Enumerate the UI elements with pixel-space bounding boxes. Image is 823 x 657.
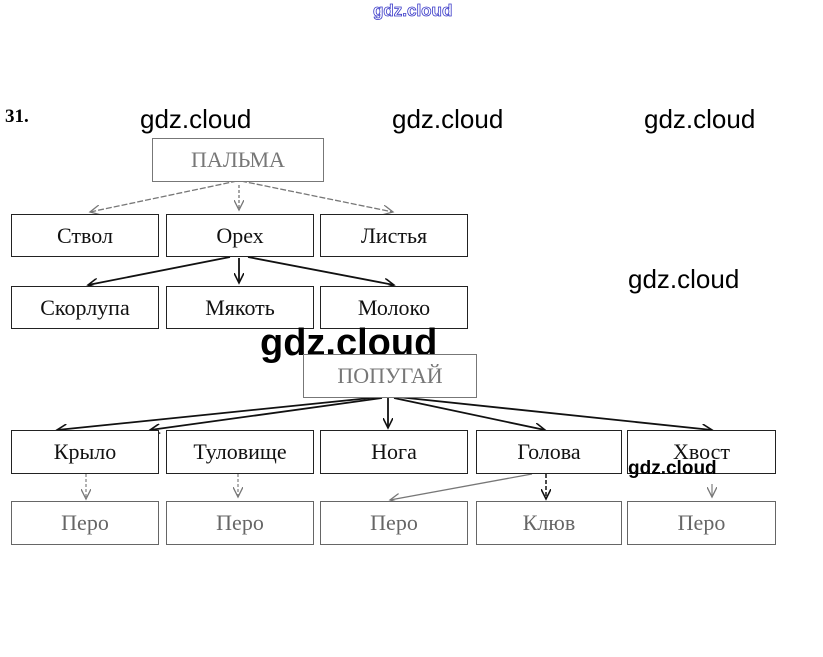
arrow <box>150 397 383 430</box>
node-trunk: Ствол <box>11 214 159 257</box>
watermark-small: gdz.cloud <box>628 458 717 479</box>
arrow <box>397 396 712 430</box>
watermark: gdz.cloud <box>140 104 252 134</box>
arrow <box>240 180 393 212</box>
node-pulp: Мякоть <box>166 286 314 329</box>
watermark: gdz.cloud <box>628 264 740 294</box>
node-tail: Хвост <box>627 430 776 474</box>
node-leaves: Листья <box>320 214 468 257</box>
node-wing: Крыло <box>11 430 159 474</box>
arrow <box>88 256 231 285</box>
node-feather: Перо <box>320 501 468 545</box>
node-feather: Перо <box>627 501 776 545</box>
arrow <box>90 180 238 212</box>
arrow <box>247 256 394 285</box>
watermark: gdz.cloud <box>392 104 504 134</box>
node-feather: Перо <box>11 501 159 545</box>
arrow <box>393 397 545 430</box>
node-head: Голова <box>476 430 622 474</box>
arrow <box>390 473 533 500</box>
watermark-top: gdz.cloud <box>373 1 453 21</box>
arrow <box>57 396 381 430</box>
node-root-parrot: ПОПУГАЙ <box>303 354 477 398</box>
node-nut: Орех <box>166 214 314 257</box>
node-root-palm: ПАЛЬМА <box>152 138 324 182</box>
watermark: gdz.cloud <box>644 104 756 134</box>
node-leg: Нога <box>320 430 468 474</box>
node-body: Туловище <box>166 430 314 474</box>
node-feather: Перо <box>166 501 314 545</box>
node-beak: Клюв <box>476 501 622 545</box>
node-shell: Скорлупа <box>11 286 159 329</box>
task-number: 31. <box>5 106 29 127</box>
node-milk: Молоко <box>320 286 468 329</box>
